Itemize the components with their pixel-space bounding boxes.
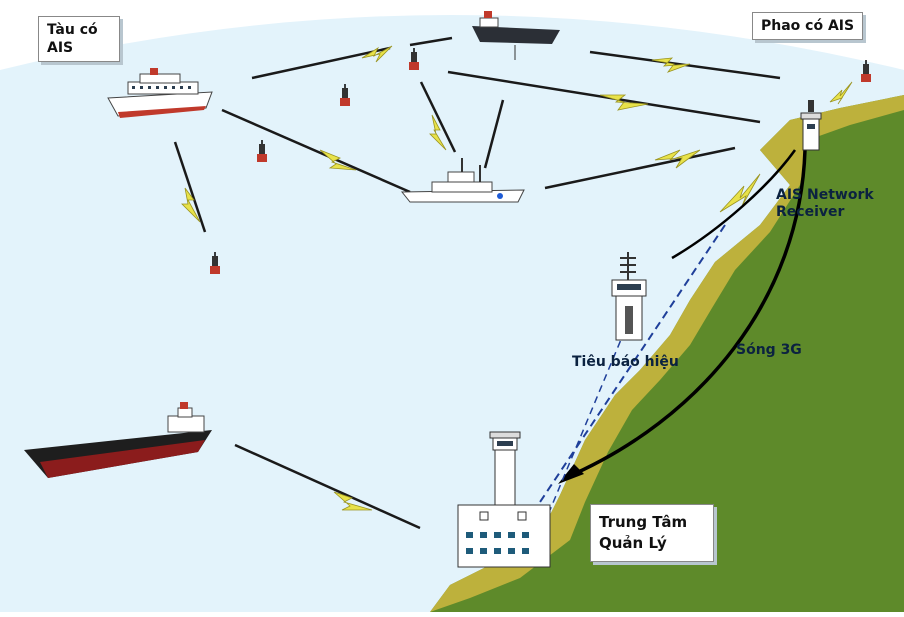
beacon-tower-icon [611,252,647,341]
control-center-icon [457,431,551,568]
signal-3g-arrow [564,149,807,480]
bolt-6 [429,114,447,151]
bolt-9 [719,173,761,213]
link-tanker-center [234,443,421,530]
bolt-10 [829,81,853,105]
bolt-7 [181,187,201,223]
tanker-ship-icon [24,402,212,478]
coast-band [430,95,904,612]
buoy-icon [861,60,871,82]
buoy-icon [409,48,419,70]
bolt-1 [361,45,393,63]
buoy-icon [210,252,220,274]
patrol-ship-icon [400,158,525,203]
link-ship1-patrol [221,108,411,194]
bolt-8 [333,491,373,511]
label-beacon: Tiêu báo hiệu [572,354,679,370]
label-buoy-text: Phao có AIS [761,18,855,34]
signal-3g-arrowhead [558,464,584,484]
bolt-4 [654,149,701,169]
link-patrol-mast [483,99,505,169]
label-center-line2: Quản Lý [599,534,667,552]
label-3g-signal: Sóng 3G [736,342,802,358]
label-buoy-with-ais: Phao có AIS [752,12,864,40]
buoy-icon [340,84,350,106]
label-ship-line2: AIS [47,40,74,56]
cruise-ship-icon [107,68,213,118]
bolt-3 [599,94,649,111]
link-ship1-ship3 [251,46,391,80]
label-control-center: Trung Tâm Quản Lý [590,504,714,562]
label-ship-with-ais: Tàu có AIS [38,16,120,62]
link-buoy-receiver [447,70,761,124]
buoys [210,48,871,274]
link-ship1-buoy [173,141,207,233]
label-ship-line1: Tàu có [47,22,98,38]
receiver-tower-icon [800,100,822,151]
label-receiver-line1: AIS Network [776,187,874,203]
bolt-2 [651,57,691,73]
bolt-5 [319,149,357,171]
cargo-ship-icon [472,11,560,60]
receiver-link-3g [671,149,797,260]
label-receiver: AIS Network Receiver [776,187,874,221]
label-center-line1: Trung Tâm [599,513,688,531]
beacon-dashed-link [539,224,726,503]
label-receiver-line2: Receiver [776,204,845,220]
buoy-icon [257,140,267,162]
link-buoy-patrol [419,81,457,153]
link-buoy-ship2 [409,36,453,47]
lightning-bolts [181,45,853,511]
link-patrol-receiver [544,146,736,190]
beacon-dashed-link-2 [549,329,626,511]
